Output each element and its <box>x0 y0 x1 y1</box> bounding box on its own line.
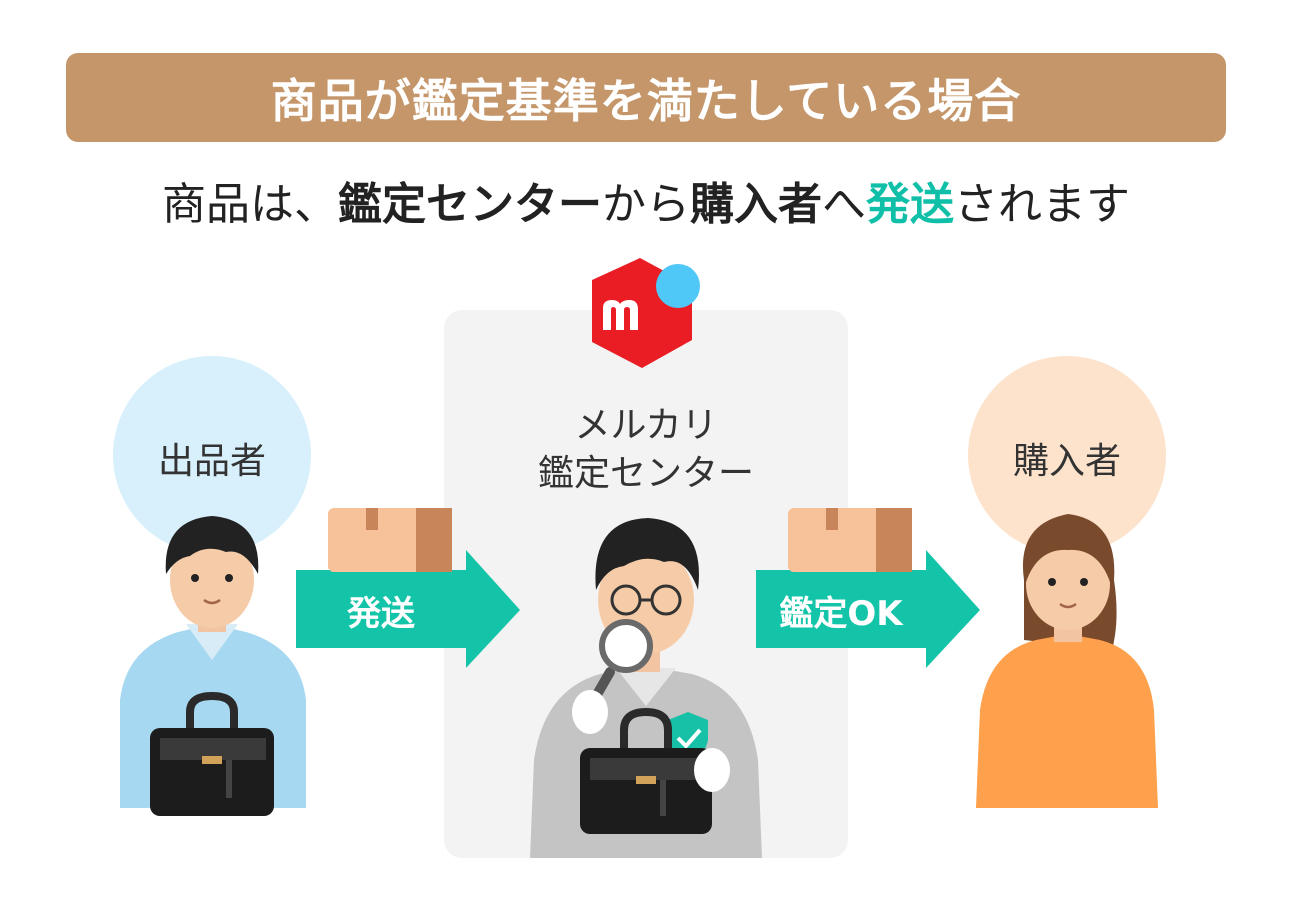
buyer-figure <box>976 514 1158 808</box>
authenticated-arrow <box>756 550 980 668</box>
header-banner: 商品が鑑定基準を満たしている場合 <box>66 53 1226 142</box>
magnifier-icon <box>572 619 653 734</box>
center-label: メルカリ 鑑定センター <box>444 402 848 498</box>
subtitle-part7: されます <box>954 179 1130 230</box>
subtitle-part2: 鑑定センター <box>338 179 602 230</box>
subtitle-part4: 購入者 <box>690 179 822 230</box>
seller-bag-icon <box>150 691 274 816</box>
ship-arrow <box>296 550 520 668</box>
center-label-line2: 鑑定センター <box>537 453 754 494</box>
subtitle-part5: へ <box>822 179 866 230</box>
arrow2-label: 鑑定OK <box>779 594 903 634</box>
package-box-icon-2 <box>788 508 912 572</box>
package-box-icon <box>328 508 452 572</box>
banner-title: 商品が鑑定基準を満たしている場合 <box>270 73 1022 128</box>
center-bag-icon <box>580 707 730 834</box>
seller-label: 出品者 <box>157 441 266 482</box>
subtitle-part3: から <box>602 179 690 230</box>
subtitle-part1: 商品は、 <box>162 179 338 230</box>
subtitle-part6: 発送 <box>866 179 954 230</box>
subtitle: 商品は、鑑定センターから購入者へ発送されます <box>0 168 1292 232</box>
center-label-line1: メルカリ <box>574 405 718 446</box>
arrow1-label: 発送 <box>347 594 415 634</box>
buyer-label: 購入者 <box>1012 441 1121 482</box>
mercari-logo-icon <box>592 258 700 368</box>
